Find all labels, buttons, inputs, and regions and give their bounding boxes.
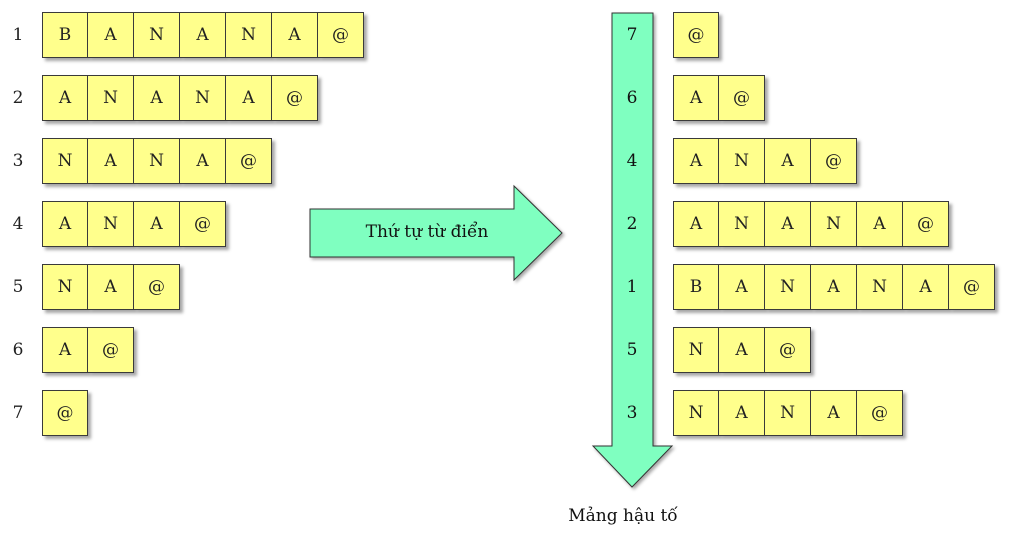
char-cell: N bbox=[857, 264, 903, 310]
left_rows-index: 3 bbox=[12, 151, 24, 171]
char-cell: A bbox=[673, 75, 719, 121]
char-cell: A bbox=[88, 138, 134, 184]
char-cell: A bbox=[811, 264, 857, 310]
char-cell: B bbox=[42, 12, 88, 58]
char-cell: @ bbox=[765, 327, 811, 373]
char-cell: N bbox=[719, 201, 765, 247]
sorted_rows-index: 7 bbox=[626, 25, 638, 45]
char-cell: A bbox=[134, 201, 180, 247]
char-cell: @ bbox=[318, 12, 364, 58]
char-cell: @ bbox=[673, 12, 719, 58]
char-cell: A bbox=[88, 264, 134, 310]
char-cell: A bbox=[673, 138, 719, 184]
sorted_rows-index: 3 bbox=[626, 403, 638, 423]
char-cell: A bbox=[857, 201, 903, 247]
char-cell: A bbox=[42, 75, 88, 121]
char-cell: N bbox=[765, 390, 811, 436]
right-arrow bbox=[309, 184, 563, 282]
char-cell: A bbox=[272, 12, 318, 58]
left_rows-index: 5 bbox=[12, 277, 24, 297]
char-cell: N bbox=[42, 138, 88, 184]
sorted_rows-index: 4 bbox=[626, 151, 638, 171]
char-cell: A bbox=[134, 75, 180, 121]
left_rows-index: 1 bbox=[12, 25, 24, 45]
char-cell: @ bbox=[134, 264, 180, 310]
left_rows-row: A@ bbox=[42, 327, 134, 373]
char-cell: A bbox=[180, 12, 226, 58]
char-cell: @ bbox=[949, 264, 995, 310]
char-cell: A bbox=[673, 201, 719, 247]
left_rows-index: 6 bbox=[12, 340, 24, 360]
left_rows-row: @ bbox=[42, 390, 88, 436]
left_rows-index: 7 bbox=[12, 403, 24, 423]
char-cell: N bbox=[42, 264, 88, 310]
down-arrow bbox=[591, 12, 674, 488]
char-cell: @ bbox=[42, 390, 88, 436]
sorted_rows-row: @ bbox=[673, 12, 719, 58]
char-cell: @ bbox=[903, 201, 949, 247]
arrow-label: Thứ tự từ điển bbox=[365, 222, 489, 242]
left_rows-index: 2 bbox=[12, 88, 24, 108]
left_rows-index: 4 bbox=[12, 214, 24, 234]
char-cell: A bbox=[903, 264, 949, 310]
char-cell: N bbox=[673, 327, 719, 373]
char-cell: A bbox=[719, 264, 765, 310]
char-cell: A bbox=[42, 201, 88, 247]
char-cell: N bbox=[673, 390, 719, 436]
char-cell: @ bbox=[719, 75, 765, 121]
char-cell: N bbox=[226, 12, 272, 58]
char-cell: N bbox=[88, 201, 134, 247]
char-cell: @ bbox=[857, 390, 903, 436]
char-cell: N bbox=[765, 264, 811, 310]
sorted_rows-index: 6 bbox=[626, 88, 638, 108]
char-cell: B bbox=[673, 264, 719, 310]
sorted_rows-index: 5 bbox=[626, 340, 638, 360]
char-cell: A bbox=[765, 138, 811, 184]
char-cell: A bbox=[180, 138, 226, 184]
char-cell: @ bbox=[180, 201, 226, 247]
sorted_rows-index: 1 bbox=[626, 277, 638, 297]
char-cell: A bbox=[811, 390, 857, 436]
caption: Mảng hậu tố bbox=[568, 506, 678, 526]
char-cell: @ bbox=[226, 138, 272, 184]
char-cell: N bbox=[134, 12, 180, 58]
char-cell: A bbox=[88, 12, 134, 58]
char-cell: A bbox=[765, 201, 811, 247]
char-cell: @ bbox=[811, 138, 857, 184]
char-cell: N bbox=[719, 138, 765, 184]
char-cell: N bbox=[88, 75, 134, 121]
char-cell: N bbox=[180, 75, 226, 121]
char-cell: A bbox=[719, 327, 765, 373]
sorted_rows-index: 2 bbox=[626, 214, 638, 234]
char-cell: A bbox=[42, 327, 88, 373]
char-cell: A bbox=[719, 390, 765, 436]
char-cell: N bbox=[811, 201, 857, 247]
char-cell: @ bbox=[272, 75, 318, 121]
char-cell: N bbox=[134, 138, 180, 184]
char-cell: @ bbox=[88, 327, 134, 373]
char-cell: A bbox=[226, 75, 272, 121]
sorted_rows-row: A@ bbox=[673, 75, 765, 121]
